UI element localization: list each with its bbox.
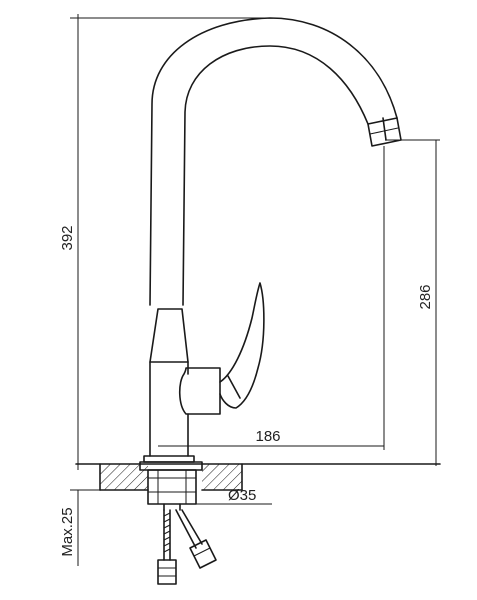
countertop-section <box>75 463 441 491</box>
spout <box>149 17 402 306</box>
dimension-label-spout-height: 286 <box>417 284 434 309</box>
dimension-label-counter-thickness: Max.25 <box>59 507 76 556</box>
supply-hoses <box>157 509 217 585</box>
lever-handle <box>219 282 265 409</box>
dimension-label-total-height: 392 <box>59 225 76 250</box>
mounting-shank <box>139 461 203 511</box>
dimension-lines <box>70 14 440 566</box>
dimension-label-mount-hole: Ø35 <box>228 487 256 504</box>
dimension-label-spout-reach: 186 <box>255 428 280 445</box>
faucet-body <box>143 308 221 463</box>
